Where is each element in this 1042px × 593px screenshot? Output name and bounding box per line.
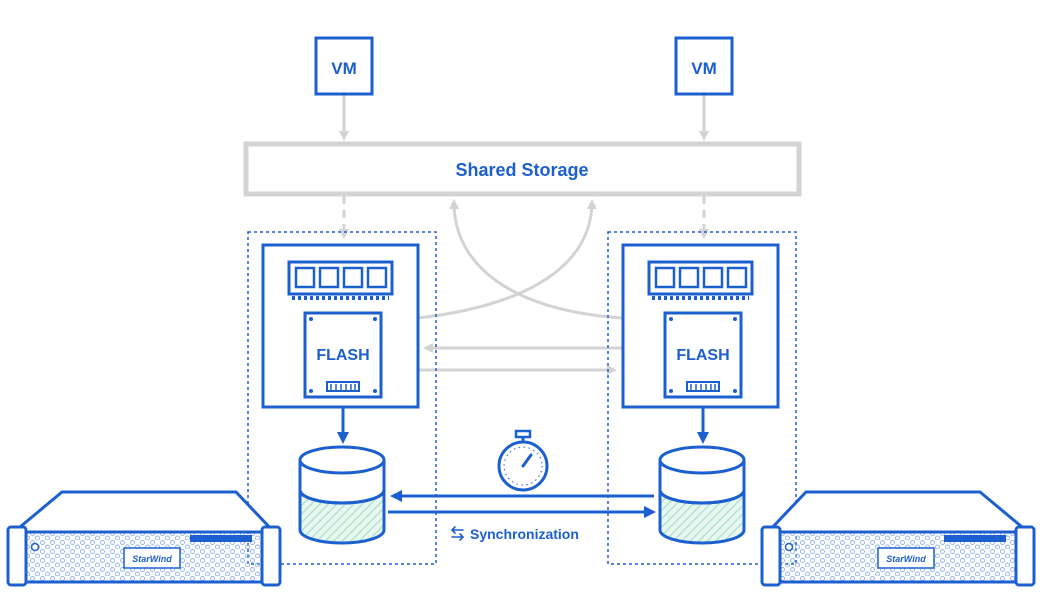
cross-curves — [417, 199, 623, 375]
node-right: FLASH — [621, 243, 780, 545]
host-left-boundary — [247, 231, 437, 565]
ram-module-icon — [287, 260, 394, 300]
flash-drive-left: FLASH — [303, 311, 383, 399]
shared-storage: Shared Storage — [243, 141, 802, 197]
host-right-boundary — [607, 231, 797, 565]
curve-right-to-storage — [449, 199, 623, 320]
rack-server-icon: StarWind — [6, 490, 282, 587]
sync-label-group: Synchronization — [450, 526, 579, 542]
curve-left-to-storage — [417, 199, 597, 320]
server-brand-left: StarWind — [132, 554, 172, 564]
sync-arrows-icon — [450, 526, 465, 541]
rack-server-icon: StarWind — [760, 490, 1036, 587]
sync-links — [388, 490, 656, 518]
flash-drive-right: FLASH — [663, 311, 743, 399]
shared-storage-label: Shared Storage — [455, 160, 588, 180]
database-cylinder-icon — [658, 445, 746, 545]
node-left: FLASH — [261, 243, 420, 545]
server-brand-right: StarWind — [886, 554, 926, 564]
vm-right: VM — [674, 36, 734, 96]
flash-right-label: FLASH — [676, 347, 729, 364]
vm-right-label: VM — [691, 59, 717, 78]
stopwatch-icon — [497, 429, 549, 492]
vm-left: VM — [314, 36, 374, 96]
database-cylinder-icon — [298, 445, 386, 545]
flash-left-label: FLASH — [316, 347, 369, 364]
vm-to-storage-connectors — [339, 94, 709, 239]
ram-module-icon — [647, 260, 754, 300]
sync-label: Synchronization — [470, 526, 579, 542]
vm-left-label: VM — [331, 59, 357, 78]
